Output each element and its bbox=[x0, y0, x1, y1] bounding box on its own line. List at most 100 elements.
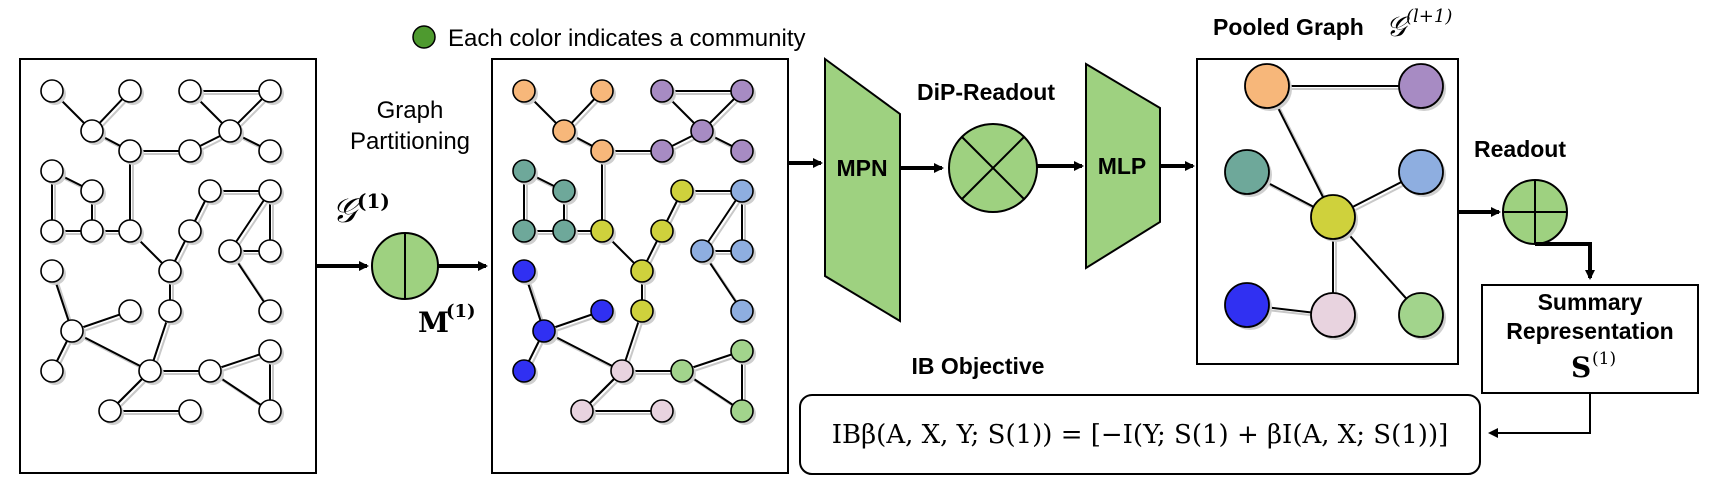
graph-partitioning-label-2: Partitioning bbox=[350, 128, 470, 155]
partitioned-graph-node bbox=[730, 299, 754, 323]
partitioned-graph-node bbox=[730, 239, 754, 263]
input-graph-node bbox=[40, 219, 64, 243]
partitioned-graph bbox=[512, 79, 756, 425]
partitioned-graph-node bbox=[512, 159, 536, 183]
pooled-graph-node bbox=[1398, 292, 1444, 338]
mpn-label: MPN bbox=[836, 155, 887, 181]
input-graph-node bbox=[198, 359, 222, 383]
input-graph bbox=[40, 79, 284, 425]
m1-label: M bbox=[418, 306, 449, 339]
summary-label-1: Summary bbox=[1538, 289, 1643, 315]
input-graph-node bbox=[118, 79, 142, 103]
partitioned-graph-node bbox=[730, 339, 754, 363]
summary-label-2: Representation bbox=[1506, 318, 1673, 344]
input-graph-node bbox=[258, 239, 282, 263]
partitioned-graph-node bbox=[690, 239, 714, 263]
input-graph-node bbox=[80, 179, 104, 203]
input-graph-node bbox=[158, 259, 182, 283]
partitioned-graph-node bbox=[590, 139, 614, 163]
input-graph-node bbox=[218, 239, 242, 263]
partitioned-graph-node bbox=[650, 399, 674, 423]
partitioned-graph-node bbox=[552, 179, 576, 203]
input-graph-node bbox=[138, 359, 162, 383]
input-graph-node bbox=[40, 259, 64, 283]
pooled-graph-node bbox=[1224, 282, 1270, 328]
partitioned-graph-node bbox=[730, 139, 754, 163]
partitioned-graph-node bbox=[512, 79, 536, 103]
input-graph-node bbox=[178, 139, 202, 163]
partitioned-graph-node bbox=[570, 399, 594, 423]
legend-swatch bbox=[412, 25, 436, 49]
partitioned-graph-node bbox=[730, 79, 754, 103]
m1-sup: (1) bbox=[446, 301, 476, 322]
mlp-module bbox=[1085, 62, 1161, 270]
partitioned-graph-node bbox=[650, 139, 674, 163]
input-graph-node bbox=[118, 219, 142, 243]
partitioned-graph-node bbox=[552, 119, 576, 143]
summary-sup: (1) bbox=[1592, 349, 1616, 369]
g1-label: 𝒢 bbox=[332, 191, 361, 231]
ib-formula: IBβ(A, X, Y; S(1)) = [−I(Y; S(1) + βI(A,… bbox=[832, 420, 1448, 450]
partitioned-graph-node bbox=[610, 359, 634, 383]
pooled-graph-title: Pooled Graph bbox=[1213, 14, 1364, 40]
input-graph-node bbox=[60, 319, 84, 343]
input-graph-node bbox=[198, 179, 222, 203]
partitioned-graph-edge bbox=[701, 190, 743, 252]
legend: Each color indicates a community bbox=[412, 25, 806, 52]
partitioned-graph-node bbox=[590, 299, 614, 323]
partition-operator bbox=[371, 232, 439, 300]
input-graph-node bbox=[258, 179, 282, 203]
ib-formula-box bbox=[799, 394, 1481, 475]
mpn-module bbox=[824, 57, 901, 323]
pooled-graph-node bbox=[1244, 63, 1290, 109]
pooled-graph bbox=[1224, 63, 1446, 340]
partitioned-graph-node bbox=[690, 119, 714, 143]
input-graph-node bbox=[40, 159, 64, 183]
ib-objective-title: IB Objective bbox=[912, 353, 1045, 379]
dip-readout-label: DiP-Readout bbox=[917, 79, 1055, 105]
input-graph-edge bbox=[229, 190, 271, 252]
input-graph-node bbox=[178, 399, 202, 423]
input-graph-node bbox=[98, 399, 122, 423]
partitioned-graph-node bbox=[552, 219, 576, 243]
partitioned-graph-node bbox=[590, 219, 614, 243]
input-graph-node bbox=[258, 339, 282, 363]
pooled-graph-node bbox=[1310, 194, 1356, 240]
input-graph-node bbox=[118, 299, 142, 323]
partitioned-graph-node bbox=[630, 299, 654, 323]
partitioned-graph-node bbox=[532, 319, 556, 343]
mlp-label: MLP bbox=[1098, 153, 1147, 179]
input-graph-node bbox=[40, 359, 64, 383]
input-graph-node bbox=[118, 139, 142, 163]
input-graph-node bbox=[218, 119, 242, 143]
partitioned-graph-node bbox=[730, 179, 754, 203]
arrow-to-summary bbox=[1535, 242, 1595, 280]
input-graph-node bbox=[258, 299, 282, 323]
partitioned-graph-node bbox=[590, 79, 614, 103]
dip-readout-cross-b bbox=[961, 136, 1025, 200]
partitioned-graph-edge-shadow bbox=[704, 193, 746, 255]
input-graph-node bbox=[178, 79, 202, 103]
legend-text: Each color indicates a community bbox=[448, 25, 806, 52]
input-graph-node bbox=[40, 79, 64, 103]
partitioned-graph-node bbox=[650, 79, 674, 103]
dip-readout-operator bbox=[948, 123, 1038, 213]
pooled-graph-node bbox=[1398, 149, 1444, 195]
partitioned-graph-node bbox=[512, 219, 536, 243]
partitioned-graph-node bbox=[512, 259, 536, 283]
partitioned-graph-node bbox=[512, 359, 536, 383]
input-graph-edge-shadow bbox=[232, 193, 274, 255]
input-graph-node bbox=[80, 119, 104, 143]
g1-sup: (1) bbox=[357, 189, 390, 213]
pooled-graph-node bbox=[1310, 292, 1356, 338]
input-graph-node bbox=[258, 399, 282, 423]
input-graph-node bbox=[158, 299, 182, 323]
partitioned-graph-node bbox=[730, 399, 754, 423]
partitioned-graph-node bbox=[670, 179, 694, 203]
pooled-graph-sup: (l+1) bbox=[1406, 6, 1452, 27]
partitioned-graph-node bbox=[630, 259, 654, 283]
partitioned-graph-node bbox=[670, 359, 694, 383]
input-graph-node bbox=[258, 79, 282, 103]
input-graph-node bbox=[178, 219, 202, 243]
